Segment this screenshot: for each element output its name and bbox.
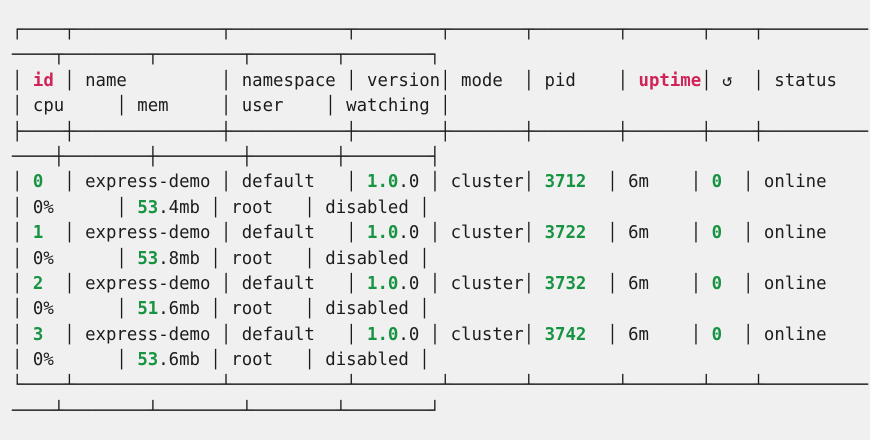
terminal-text: ├────┼──────────────┼───────────┼───────… (12, 121, 869, 142)
terminal-text: │ cpu │ mem │ user │ watching │ (12, 96, 451, 117)
terminal-text: │ express-demo │ default │ (43, 273, 368, 294)
terminal-text: │ online (722, 324, 869, 345)
highlight-green-text: 1.0 (367, 273, 399, 294)
terminal-line: │ 3 │ express-demo │ default │ 1.0.0 │ c… (12, 323, 870, 348)
terminal-line: │ 0% │ 53.8mb │ root │ disabled │ (12, 247, 870, 272)
terminal-line: │ 1 │ express-demo │ default │ 1.0.0 │ c… (12, 221, 870, 246)
terminal-text: │ 6m │ (586, 223, 712, 244)
terminal-text: │ express-demo │ default │ (43, 223, 368, 244)
terminal-text: │ online (722, 223, 869, 244)
highlight-green-text: 0 (32, 172, 44, 193)
terminal-text: │ 6m │ (586, 172, 712, 193)
terminal-text: │ (12, 324, 33, 345)
highlight-red-text: uptime (638, 70, 702, 91)
terminal-line: ├────┼──────────────┼───────────┼───────… (12, 120, 870, 145)
terminal-text: │ (12, 223, 33, 244)
terminal-text: .6mb │ root │ disabled │ (158, 299, 430, 320)
terminal-line: │ id │ name │ namespace │ version│ mode … (12, 69, 870, 94)
highlight-green-text: 53 (137, 350, 159, 371)
terminal-text: │ express-demo │ default │ (43, 172, 368, 193)
terminal-line: │ 0% │ 53.6mb │ root │ disabled │ (12, 348, 870, 373)
terminal-text: │ online (722, 273, 869, 294)
highlight-green-text: 0 (711, 172, 723, 193)
terminal-line: ────┬────────┬────────┬────────┬────────… (12, 43, 870, 68)
highlight-green-text: 1.0 (367, 223, 399, 244)
terminal-text: │ (12, 70, 33, 91)
terminal-text: └────┴──────────────┴───────────┴───────… (12, 375, 869, 396)
terminal-text: │ 0% │ (12, 248, 138, 269)
terminal-text: │ 6m │ (586, 273, 712, 294)
terminal-line: ────┼────────┼────────┼────────┼────────… (12, 145, 870, 170)
highlight-green-text: 3742 (544, 324, 587, 345)
terminal-text: .6mb │ root │ disabled │ (158, 350, 430, 371)
terminal-line: │ 0% │ 51.6mb │ root │ disabled │ (12, 297, 870, 322)
terminal-text: ────┴────────┴────────┴────────┴────────… (12, 400, 441, 421)
terminal-text: │ online (722, 172, 869, 193)
terminal-line: │ 2 │ express-demo │ default │ 1.0.0 │ c… (12, 272, 870, 297)
highlight-green-text: 0 (711, 223, 723, 244)
terminal-text: │ (12, 172, 33, 193)
terminal-text: │ 6m │ (586, 324, 712, 345)
highlight-green-text: 0 (711, 324, 723, 345)
terminal-text: │ name │ namespace │ version│ mode │ pid… (53, 70, 639, 91)
terminal-text: .4mb │ root │ disabled │ (158, 197, 430, 218)
terminal-text: .8mb │ root │ disabled │ (158, 248, 430, 269)
terminal-output: ┌────┬──────────────┬───────────┬───────… (12, 18, 870, 424)
terminal-line: │ cpu │ mem │ user │ watching │ (12, 94, 870, 119)
terminal-text: ────┬────────┬────────┬────────┬────────… (12, 45, 441, 66)
terminal-text: .0 │ cluster│ (398, 324, 545, 345)
highlight-red-text: id (32, 70, 54, 91)
highlight-green-text: 51 (137, 299, 159, 320)
terminal-text: .0 │ cluster│ (398, 273, 545, 294)
terminal-line: ────┴────────┴────────┴────────┴────────… (12, 399, 870, 424)
terminal-text: ────┼────────┼────────┼────────┼────────… (12, 146, 441, 167)
terminal-text: │ 0% │ (12, 299, 138, 320)
highlight-green-text: 3 (32, 324, 44, 345)
terminal-line: ┌────┬──────────────┬───────────┬───────… (12, 18, 870, 43)
highlight-green-text: 3712 (544, 172, 587, 193)
terminal-text: ┌────┬──────────────┬───────────┬───────… (12, 20, 869, 40)
terminal-text: │ express-demo │ default │ (43, 324, 368, 345)
highlight-green-text: 53 (137, 197, 159, 218)
highlight-green-text: 0 (711, 273, 723, 294)
highlight-green-text: 1.0 (367, 172, 399, 193)
terminal-text: │ 0% │ (12, 350, 138, 371)
highlight-green-text: 3722 (544, 223, 587, 244)
terminal-text: .0 │ cluster│ (398, 172, 545, 193)
terminal-line: └────┴──────────────┴───────────┴───────… (12, 373, 870, 398)
terminal-text: .0 │ cluster│ (398, 223, 545, 244)
terminal-line: │ 0 │ express-demo │ default │ 1.0.0 │ c… (12, 170, 870, 195)
terminal-text: │ (12, 273, 33, 294)
highlight-green-text: 1 (32, 223, 44, 244)
terminal-text: │ ↺ │ status (701, 70, 869, 91)
highlight-green-text: 1.0 (367, 324, 399, 345)
terminal-text: │ 0% │ (12, 197, 138, 218)
highlight-green-text: 2 (32, 273, 44, 294)
highlight-green-text: 3732 (544, 273, 587, 294)
terminal-line: │ 0% │ 53.4mb │ root │ disabled │ (12, 196, 870, 221)
highlight-green-text: 53 (137, 248, 159, 269)
